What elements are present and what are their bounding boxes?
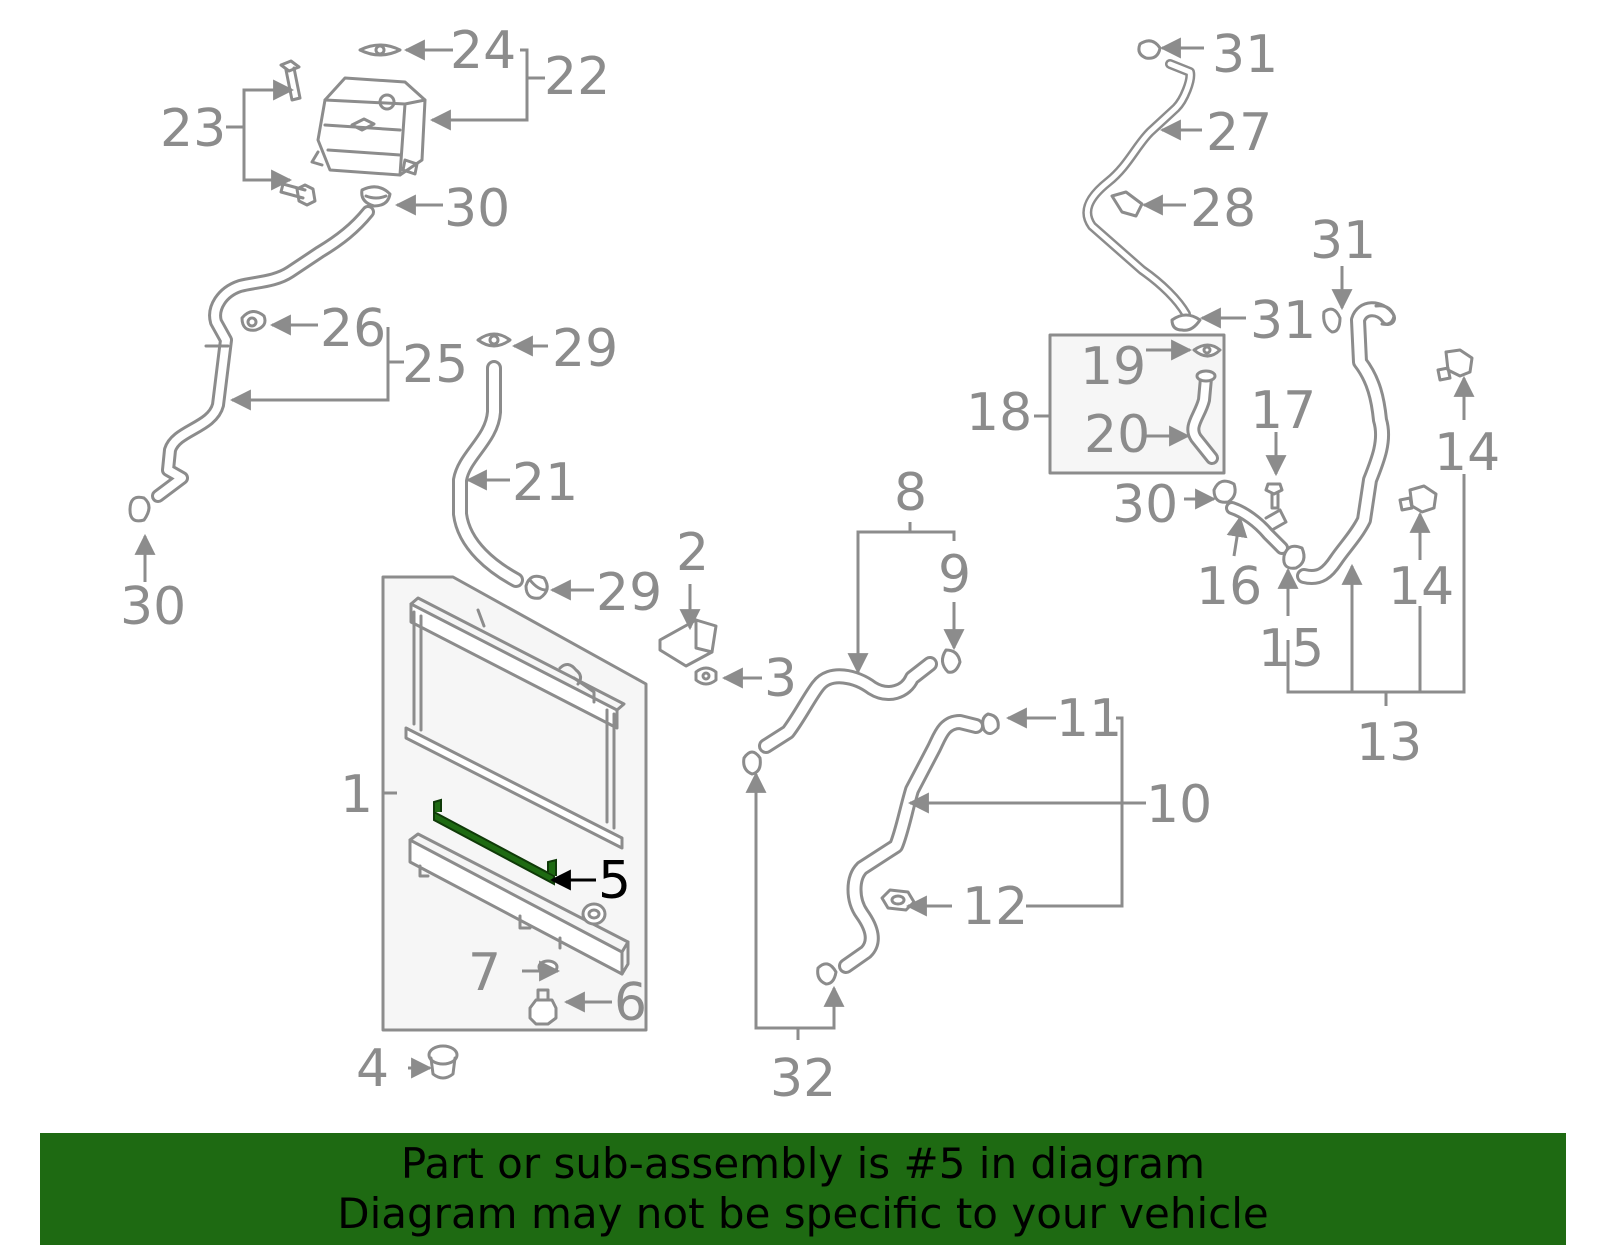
callout-12: 12: [962, 877, 1028, 937]
clamp-32-lower: [816, 962, 838, 986]
clip-3: [694, 666, 718, 686]
callout-11: 11: [1056, 689, 1122, 749]
clamp-26: [240, 310, 267, 332]
callout-14-lower: 14: [1388, 557, 1454, 617]
leader-lines: [134, 37, 1475, 1079]
callout-28: 28: [1190, 179, 1256, 239]
callout-27: 27: [1206, 103, 1272, 163]
hose-10: [838, 714, 984, 974]
callout-8: 8: [894, 463, 927, 523]
bracket-14-upper: [1436, 348, 1474, 382]
callout-31-right: 31: [1310, 211, 1376, 271]
hose-27: [1082, 59, 1196, 319]
bracket-2: [658, 618, 718, 668]
callout-30-right: 30: [1112, 475, 1178, 535]
banner-line-part: Part or sub-assembly is #5 in diagram: [400, 1139, 1206, 1188]
callout-25: 25: [402, 335, 468, 395]
kit-18-box: [1048, 333, 1226, 475]
pipe-16: [1225, 501, 1289, 555]
bolt-upper: [279, 59, 302, 102]
callout-1: 1: [340, 765, 373, 825]
clamp-30-right: [1212, 479, 1237, 504]
callout-13: 13: [1356, 713, 1422, 773]
drain-plug: [528, 988, 558, 1026]
callout-29-top: 29: [552, 319, 618, 379]
hose-13: [1296, 301, 1396, 585]
clamp-9: [941, 648, 962, 674]
clamp-11: [981, 712, 1000, 735]
reservoir-tank: [310, 76, 427, 177]
grommet-4: [427, 1044, 459, 1080]
part-info-banner: Part or sub-assembly is #5 in diagram Di…: [40, 1133, 1566, 1245]
bolt-lower: [279, 182, 317, 207]
clamp-15: [1282, 544, 1306, 570]
reservoir-cap: [358, 43, 402, 57]
clamp-19: [1192, 343, 1222, 358]
callout-30-left: 30: [120, 577, 186, 637]
callout-29-bottom: 29: [596, 563, 662, 623]
callout-2: 2: [676, 523, 709, 583]
callout-21: 21: [512, 453, 578, 513]
callout-6: 6: [614, 973, 647, 1033]
callout-3: 3: [764, 649, 797, 709]
callout-4: 4: [356, 1039, 389, 1099]
bracket-14-lower: [1398, 484, 1438, 514]
callout-9: 9: [938, 545, 971, 605]
radiator-core: [404, 596, 626, 850]
radiator-lower-tank: [408, 832, 630, 976]
callout-23: 23: [160, 99, 226, 159]
banner-line-disclaimer: Diagram may not be specific to your vehi…: [337, 1189, 1269, 1238]
callout-32: 32: [770, 1049, 836, 1109]
clamp-30-left: [128, 495, 151, 523]
hose-8: [758, 656, 938, 754]
clamp-29-top: [476, 332, 512, 348]
callout-20: 20: [1084, 405, 1150, 465]
callout-14-upper: 14: [1434, 423, 1500, 483]
callout-22: 22: [544, 47, 610, 107]
mount-bushing: [581, 902, 607, 926]
bolt-17: [1264, 482, 1284, 510]
callout-10: 10: [1146, 775, 1212, 835]
clamp-29-bottom: [524, 574, 549, 600]
callout-17: 17: [1250, 381, 1316, 441]
clamp-31-right: [1322, 307, 1342, 334]
callout-15: 15: [1258, 619, 1324, 679]
upper-radiator-hose: [452, 360, 524, 588]
callout-31-top: 31: [1212, 25, 1278, 85]
callout-7: 7: [468, 943, 501, 1003]
callout-5: 5: [598, 851, 631, 911]
clamp-30-top: [360, 185, 392, 208]
callout-16: 16: [1196, 557, 1262, 617]
hose-20: [1186, 369, 1219, 465]
callout-26: 26: [320, 299, 386, 359]
clamp-31-mid: [1170, 313, 1202, 332]
callout-19: 19: [1080, 337, 1146, 397]
clip-28: [1110, 190, 1144, 218]
callout-31-mid: 31: [1250, 291, 1316, 351]
clamp-32-upper: [742, 750, 762, 776]
clamp-31-top: [1137, 39, 1162, 60]
callout-30-top: 30: [444, 179, 510, 239]
callout-18: 18: [966, 383, 1032, 443]
callout-24: 24: [450, 21, 516, 81]
reservoir-hose: [151, 205, 375, 503]
